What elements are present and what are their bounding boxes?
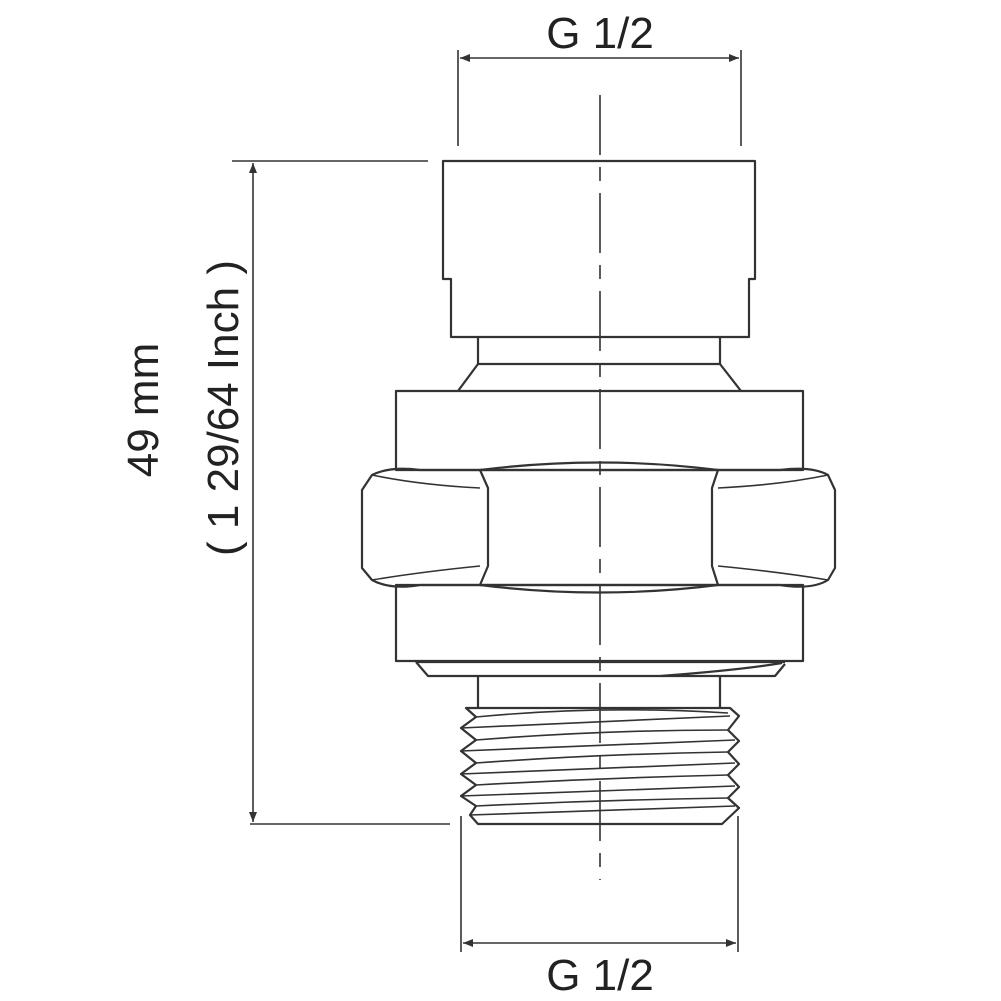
hex-nut (360, 461, 837, 594)
height-dimension: 49 mm ( 1 29/64 Inch ) (119, 160, 450, 825)
top-cap (441, 159, 757, 339)
flange (415, 660, 786, 678)
top-dimension: G 1/2 (457, 9, 742, 146)
height-inch-label: ( 1 29/64 Inch ) (199, 260, 248, 556)
upper-neck (457, 337, 742, 392)
height-mm-label: 49 mm (119, 343, 168, 477)
bottom-dimension: G 1/2 (460, 816, 739, 1000)
bottom-thread-label: G 1/2 (546, 951, 654, 1000)
top-thread-label: G 1/2 (546, 9, 654, 58)
lower-neck (476, 676, 722, 708)
male-thread (459, 706, 741, 826)
